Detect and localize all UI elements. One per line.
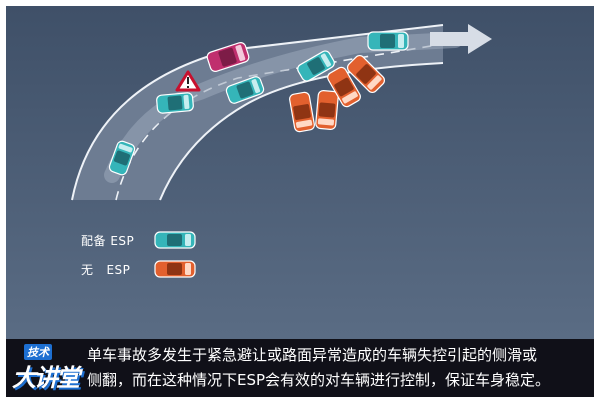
logo-main-text: 大讲堂: [12, 364, 80, 392]
legend-esp-car-icon: [154, 231, 196, 249]
caption-bar: [6, 339, 594, 397]
caption-line-2: 侧翻，而在这种情况下ESP会有效的对车辆进行控制，保证车身稳定。: [87, 371, 551, 389]
esp-car: [108, 140, 136, 176]
no-esp-car: [346, 54, 386, 94]
esp-car: [297, 50, 335, 82]
lead-car: [206, 42, 250, 72]
no-esp-car: [315, 90, 339, 130]
legend-no-esp-car-icon: [154, 260, 196, 278]
legend-esp-label: 配备 ESP: [81, 234, 135, 248]
arrow-right-icon: [430, 24, 492, 54]
caption-line-1: 单车事故多发生于紧急避让或路面异常造成的车辆失控引起的侧滑或: [87, 346, 538, 364]
no-esp-car: [327, 66, 361, 108]
no-esp-car: [289, 91, 315, 133]
warning-triangle-icon: [175, 70, 201, 92]
esp-car: [225, 76, 265, 104]
esp-car: [156, 92, 194, 114]
legend-no-esp-label: 无 ESP: [81, 263, 131, 277]
logo-top-text: 技术: [24, 344, 52, 360]
esp-car: [367, 31, 409, 51]
tech-lecture-logo: 技术 大讲堂: [10, 341, 80, 395]
